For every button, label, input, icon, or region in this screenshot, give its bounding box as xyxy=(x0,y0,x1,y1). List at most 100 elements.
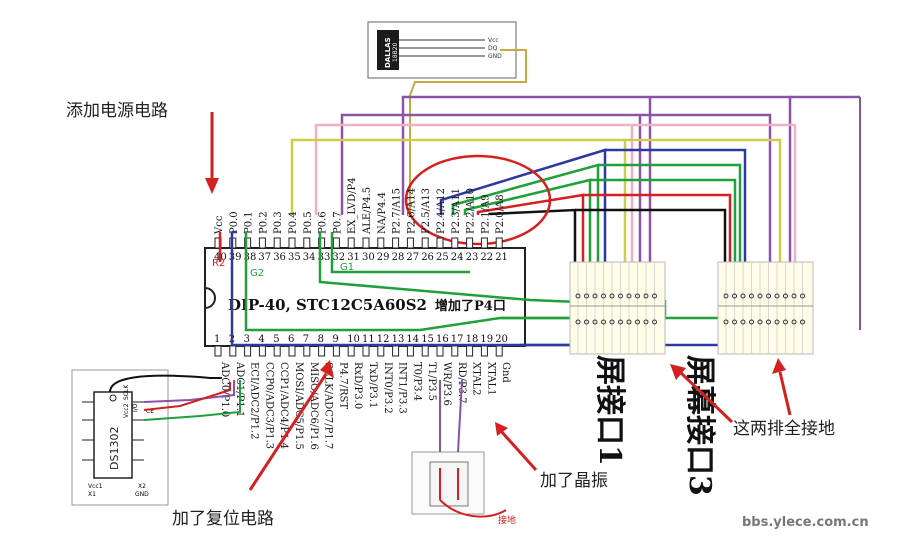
top-pin-number: 29 xyxy=(377,252,390,263)
bottom-pin-number: 11 xyxy=(362,334,375,345)
top-pin-number: 30 xyxy=(362,252,375,263)
top-pin-name: P0.6 xyxy=(318,211,329,234)
bottom-pin-number: 14 xyxy=(406,334,419,345)
bottom-pin xyxy=(318,345,326,357)
bottom-pin-name: RxD/P3.0 xyxy=(352,362,363,409)
connector-pin xyxy=(643,319,649,325)
bottom-pin-name: T1/P3.5 xyxy=(426,362,437,401)
bottom-pin xyxy=(288,345,296,357)
sensor-brand: DALLAS xyxy=(384,37,392,68)
top-pin-number: 27 xyxy=(406,252,419,263)
bottom-pin-number: 17 xyxy=(451,334,464,345)
top-pin xyxy=(392,237,400,249)
top-pin xyxy=(421,237,429,249)
top-pin xyxy=(288,237,296,249)
wire-label-r2: R2 xyxy=(212,258,225,269)
top-pin xyxy=(303,237,311,249)
bottom-pin xyxy=(436,345,444,357)
connector-pin xyxy=(732,319,737,325)
wire-label-g1: G1 xyxy=(340,262,354,273)
top-pin-number: 37 xyxy=(258,252,271,263)
connector-pin xyxy=(791,319,797,325)
bottom-pin-number: 1 xyxy=(214,334,220,345)
connector-pin xyxy=(783,319,788,325)
top-pin-name: P0.1 xyxy=(244,211,255,234)
bottom-pin-name: TxD/P3.1 xyxy=(367,362,378,408)
rtc-model: DS1302 xyxy=(108,427,121,470)
connector-pin xyxy=(601,319,606,325)
annotation-power: 添加电源电路 xyxy=(66,101,168,121)
bottom-pin-number: 9 xyxy=(332,334,338,345)
arrow-crystal-icon xyxy=(495,422,538,472)
connector-pin xyxy=(592,319,598,325)
top-pin-name: P2.6/A14 xyxy=(406,188,417,234)
top-pin-number: 24 xyxy=(451,252,464,263)
connector-label-3: 屏幕接口3 xyxy=(682,355,717,496)
sensor-dq-label: DQ xyxy=(488,45,498,52)
connector-pin xyxy=(740,293,746,299)
rtc-gnd-label: GND xyxy=(135,491,149,498)
connector-pin xyxy=(757,319,763,325)
bottom-pin-name: WR/P3.6 xyxy=(441,362,452,406)
connector-pin xyxy=(618,293,623,299)
top-pin-name: P2.1/A9 xyxy=(480,194,491,234)
bus-highlight-circle xyxy=(404,154,552,246)
connector-pin xyxy=(601,293,606,299)
chip-top-pins: 40Vcc39P0.038P0.137P0.236P0.335P0.434P0.… xyxy=(214,177,508,263)
bottom-pin xyxy=(244,345,252,357)
bottom-pin-number: 4 xyxy=(258,334,264,345)
top-pin-number: 25 xyxy=(436,252,449,263)
bottom-pin-number: 8 xyxy=(318,334,324,345)
top-pin-number: 32 xyxy=(332,252,345,263)
connector-pin xyxy=(609,293,615,299)
annotation-reset: 加了复位电路 xyxy=(172,509,274,529)
top-pin xyxy=(466,237,474,249)
arrow-ground-right-icon xyxy=(772,358,792,416)
bottom-pin-number: 18 xyxy=(466,334,479,345)
bottom-pin-name: INT1/P3.3 xyxy=(397,362,408,414)
connector-pin xyxy=(766,293,771,299)
top-pin-number: 35 xyxy=(288,252,301,263)
rtc-io-label: I/O xyxy=(132,403,139,412)
connector-pin xyxy=(643,293,649,299)
connector-pin xyxy=(652,319,657,325)
top-pin-number: 34 xyxy=(303,252,316,263)
bottom-pin-number: 7 xyxy=(303,334,309,345)
top-pin-name: P0.7 xyxy=(332,211,343,234)
top-pin-number: 26 xyxy=(421,252,434,263)
arrow-reset-icon xyxy=(248,360,334,491)
connector-pin xyxy=(723,319,729,325)
connector-pin xyxy=(618,319,623,325)
top-pin-name: Vcc xyxy=(214,215,225,235)
bus-wires xyxy=(439,148,747,265)
crystal-module xyxy=(411,379,507,518)
arrow-ground-left-icon xyxy=(670,364,734,424)
ds1302-rtc: DS1302 Vcc2 SCLK I/O CE Vcc1 X1 X2 GND xyxy=(71,369,169,506)
connector-pin xyxy=(575,319,581,325)
bottom-pin xyxy=(466,345,474,357)
connector-pin xyxy=(652,293,657,299)
rtc-wires xyxy=(109,374,241,421)
connector-pin xyxy=(723,293,729,299)
top-pin-name: P2.3/A11 xyxy=(451,188,462,234)
bottom-pin-number: 12 xyxy=(377,334,390,345)
bottom-pin-number: 19 xyxy=(480,334,493,345)
top-pin-name: P2.2/A10 xyxy=(466,188,477,234)
top-pin xyxy=(495,237,503,249)
top-pin xyxy=(436,237,444,249)
top-pin-number: 31 xyxy=(347,252,360,263)
bottom-pin-name: INT0/P3.2 xyxy=(382,362,393,414)
top-pin-number: 36 xyxy=(273,252,286,263)
bottom-pin-name: MOSI/ADC5/P1.5 xyxy=(293,362,304,450)
bottom-pin-number: 16 xyxy=(436,334,449,345)
connector-pin xyxy=(783,293,788,299)
chip-label-suffix: 增加了P4口 xyxy=(435,298,506,314)
connector-pin xyxy=(626,293,632,299)
top-pin xyxy=(273,237,281,249)
bottom-pin-name: ECI/ADC2/P1.2 xyxy=(249,362,260,440)
bottom-pin-number: 15 xyxy=(421,334,434,345)
top-pin-number: 38 xyxy=(244,252,257,263)
connector-pin xyxy=(635,293,640,299)
ds18b20-sensor: DALLAS 18B20 Vcc DQ GND xyxy=(367,21,517,79)
